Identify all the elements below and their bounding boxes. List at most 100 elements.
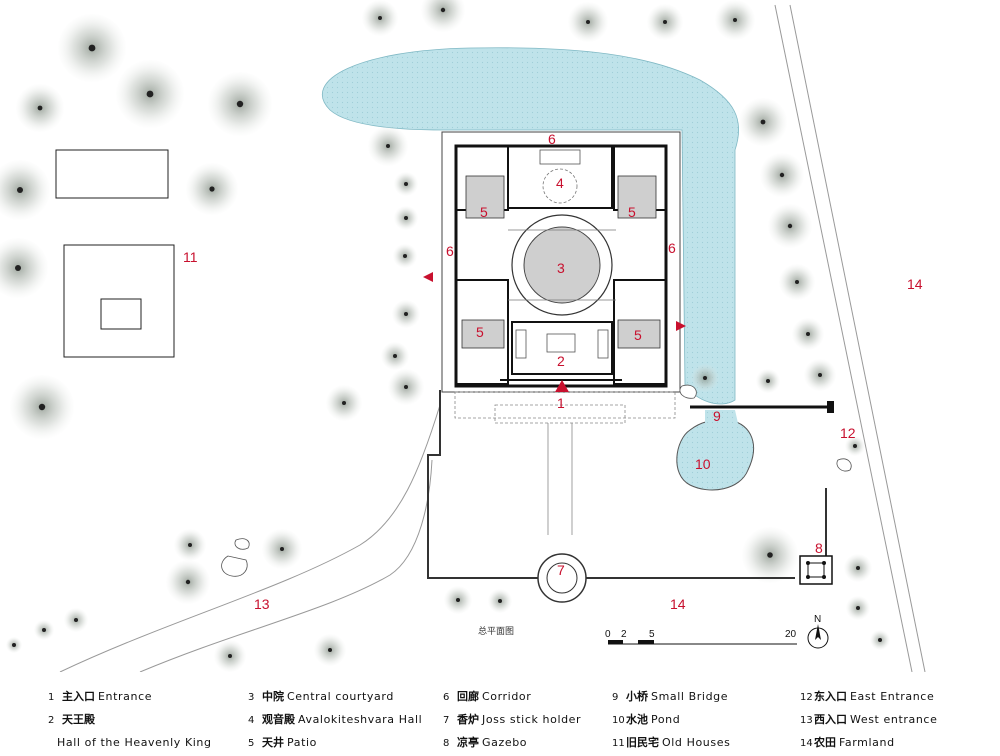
tree-trunk	[88, 44, 96, 52]
tree-trunk	[878, 638, 882, 642]
zone-label: 7	[557, 562, 565, 578]
legend-number: 4	[248, 715, 255, 726]
north-label: N	[814, 614, 821, 625]
legend-chinese: 中院	[262, 690, 284, 703]
tree-trunk	[404, 182, 408, 186]
legend-english: Old Houses	[662, 736, 731, 749]
zone-label: 8	[815, 540, 823, 556]
tree-trunk	[795, 280, 799, 284]
zone-label: 12	[840, 425, 856, 441]
tree-trunk	[853, 444, 857, 448]
tree-trunk	[17, 187, 23, 193]
legend-number: 6	[443, 692, 450, 703]
legend-number: 5	[248, 738, 255, 749]
tree-trunk	[404, 385, 408, 389]
tree-trunk	[209, 186, 215, 192]
plan-caption: 总平面图	[478, 625, 514, 637]
rocks	[221, 384, 852, 577]
legend-number: 12	[800, 692, 813, 703]
zone-labels: 1 2 3 4 5 5 5 5 6 6 6 7 8 9 10 11 12 13 …	[183, 131, 923, 612]
legend-english: Gazebo	[482, 736, 528, 749]
joss-stick-holder	[537, 553, 587, 603]
patio	[461, 319, 505, 349]
pond	[676, 410, 755, 491]
legend-english: Pond	[651, 713, 681, 726]
tree-trunk	[766, 379, 770, 383]
tree-trunk	[38, 403, 46, 411]
legend-english: West entrance	[850, 713, 938, 726]
zone-label: 6	[446, 243, 454, 259]
tree-trunk	[498, 599, 502, 603]
tree-trunk	[393, 354, 397, 358]
tree-trunk	[404, 216, 408, 220]
tree-trunk	[328, 648, 332, 652]
scale-tick: 20	[785, 629, 797, 640]
legend-english: East Entrance	[850, 690, 935, 703]
west-path	[59, 404, 441, 672]
legend-chinese: 香炉	[457, 713, 479, 726]
tree-canopy	[0, 160, 50, 220]
tree-trunk	[760, 119, 766, 125]
tree-trunk	[818, 373, 822, 377]
temple-complex	[441, 131, 681, 393]
legend-english: Avalokiteshvara Hall	[298, 713, 423, 726]
tree-trunk	[779, 172, 785, 178]
zone-label: 1	[557, 395, 565, 411]
tree-trunk	[185, 579, 191, 585]
site-plan: 0 2 5 20 N 总平面图 1 2 3 4 5 5 5 5 6 6 6 7 …	[0, 0, 926, 672]
zone-label: 5	[634, 327, 642, 343]
tree-trunk	[280, 547, 284, 551]
legend-number: 7	[443, 715, 450, 726]
legend-number: 10	[612, 715, 625, 726]
legend-chinese: 观音殿	[262, 713, 295, 726]
legend-chinese: 水池	[626, 713, 648, 726]
zone-label: 13	[254, 596, 270, 612]
legend-number: 8	[443, 738, 450, 749]
scale-tick: 2	[621, 629, 627, 640]
tree-canopy	[421, 0, 465, 32]
legend-number: 9	[612, 692, 619, 703]
legend-english: Farmland	[839, 736, 895, 749]
legend-chinese: 东入口	[814, 690, 847, 703]
zone-label: 2	[557, 353, 565, 369]
tree-trunk	[703, 376, 707, 380]
legend-english: Corridor	[482, 690, 532, 703]
tree-trunk	[12, 643, 16, 647]
tree-canopy	[0, 238, 48, 298]
tree-trunk	[37, 105, 43, 111]
legend-number: 14	[800, 738, 813, 749]
zone-label: 14	[907, 276, 923, 292]
legend-chinese: 天井	[262, 736, 284, 749]
tree-trunk	[188, 543, 192, 547]
legend-number: 1	[48, 692, 55, 703]
scale-tick: 0	[605, 629, 611, 640]
legend-chinese: 农田	[814, 736, 836, 749]
patio	[617, 319, 661, 349]
tree-canopies	[0, 0, 890, 672]
tree-trunk	[806, 332, 810, 336]
tree-trunk	[146, 90, 154, 98]
tree-trunk	[440, 7, 446, 13]
patio	[617, 175, 657, 219]
tree-trunk	[228, 654, 232, 658]
tree-trunk	[386, 144, 390, 148]
legend-chinese: 旧民宅	[626, 736, 659, 749]
tree-trunk	[236, 100, 244, 108]
legend-english: Joss stick holder	[482, 713, 582, 726]
zone-label: 3	[557, 260, 565, 276]
zone-label: 4	[556, 175, 564, 191]
legend-chinese: 主入口	[62, 690, 95, 703]
